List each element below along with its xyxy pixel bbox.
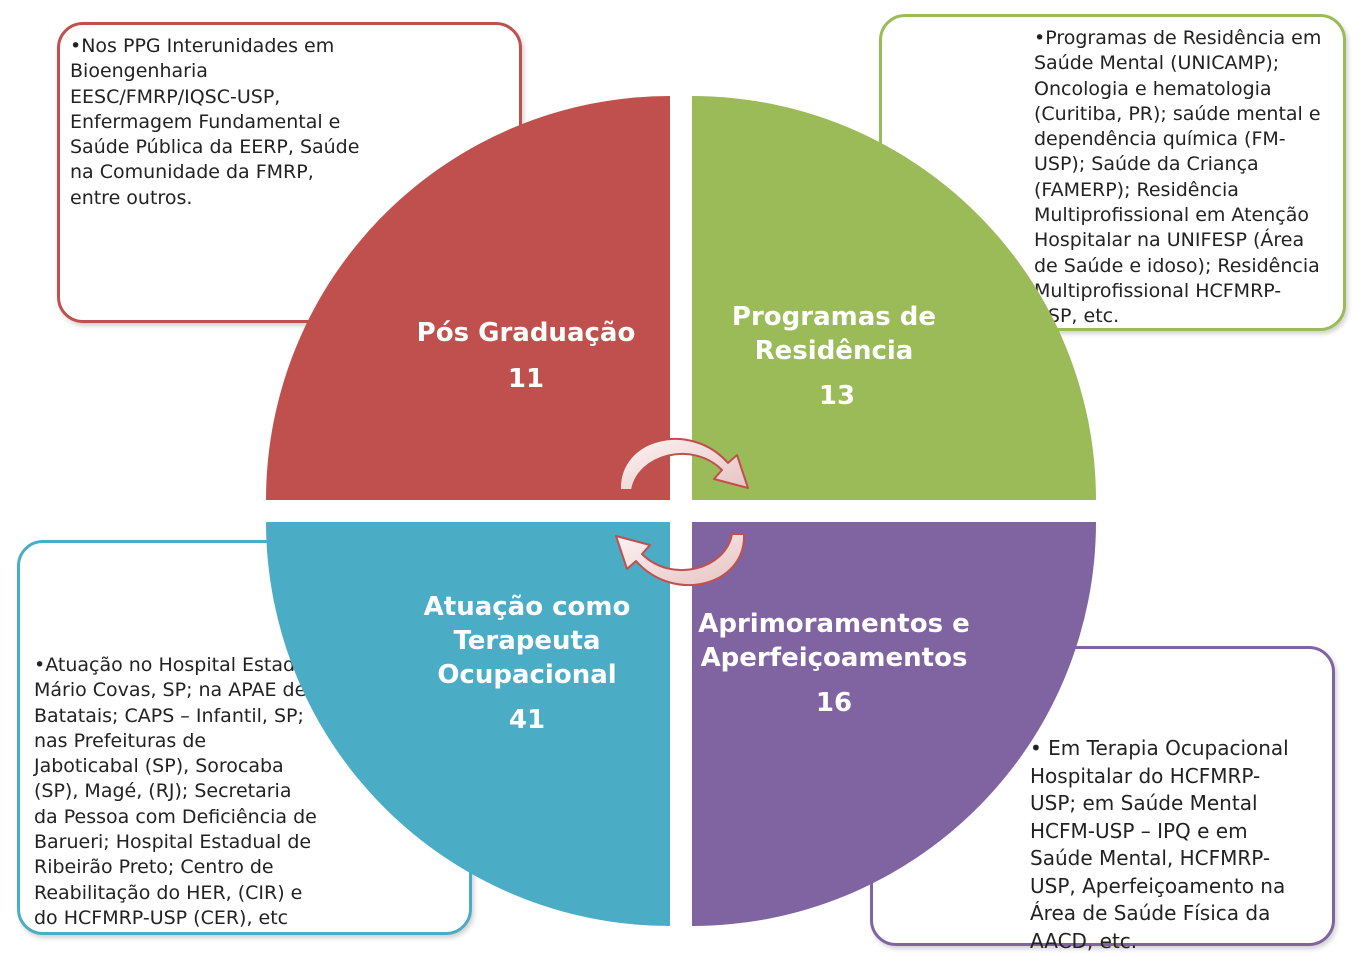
aprimoramentos-count: 16 [815,688,853,718]
atuacao-count: 41 [508,705,546,735]
quadrant-pos-graduacao [266,96,670,500]
quadrant-aprimoramentos [692,522,1096,926]
aprimoramentos-details: • Em Terapia Ocupacional Hospitalar do H… [1030,736,1289,953]
quadrant-residencia [692,96,1096,500]
pos-graduacao-count: 11 [507,364,545,394]
residencia-count: 13 [818,381,856,411]
cycle-arrow-top-icon [618,438,749,491]
quadrant-atuacao [266,522,670,926]
atuacao-title: Atuação como Terapeuta Ocupacional [423,592,631,690]
pos-graduacao-details: •Nos PPG Interunidades em Bioengenharia … [70,35,360,209]
residencia-title: Programas de Residência [731,302,937,366]
cycle-arrow-bottom-icon [615,533,746,586]
aprimoramentos-title: Aprimoramentos e Aperfeiçoamentos [698,609,970,673]
residencia-details: •Programas de Residência em Saúde Mental… [1034,27,1322,328]
atuacao-details: •Atuação no Hospital Estadual Mário Cova… [34,654,325,929]
pos-graduacao-title: Pós Graduação [416,318,636,348]
